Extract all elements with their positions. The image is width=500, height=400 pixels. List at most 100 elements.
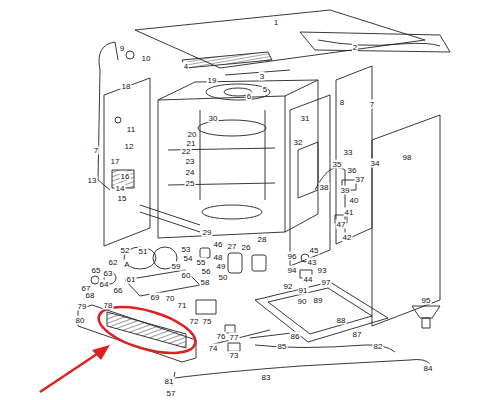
callout-number: 35 [332,160,343,169]
callout-number: 7 [369,100,375,109]
funnel [412,306,440,318]
callout-number: 44 [303,275,314,284]
hose [98,42,118,190]
callout-number: 71 [177,301,188,310]
callout-number: 19 [207,76,218,85]
callout-number: 59 [171,262,182,271]
filter [107,312,186,348]
side-panel [104,78,150,246]
back-panel [372,115,440,326]
callout-number: 13 [87,176,98,185]
side-panel [290,95,330,266]
callout-number: 61 [126,275,137,284]
callout-number: 11 [126,125,136,134]
callout-number: 30 [208,114,219,123]
callout-number: 64 [99,280,110,289]
callout-number: 33 [343,148,354,157]
callout-number: 89 [313,296,324,305]
callout-number: 20 [187,130,198,139]
line-art [78,10,450,386]
red-arrow [40,352,100,392]
callout-number: 86 [290,332,301,341]
callout-number: 90 [297,297,308,306]
callout-number: 76 [216,332,227,341]
callout-number: 63 [103,269,114,278]
callout-number: 48 [213,253,224,262]
callout-number: 25 [185,179,196,188]
callout-number: 26 [241,243,252,252]
callout-number: 52 [120,246,131,255]
callout-number: 96 [287,252,298,261]
callout-number: 24 [185,168,196,177]
callout-number: 80 [75,316,86,325]
callout-number: 53 [181,245,192,254]
callout-number: 18 [121,82,132,91]
callout-number: 7 [93,146,99,155]
callout-number: 22 [181,147,192,156]
callout-number: 4 [183,62,189,71]
callout-number: 57 [166,389,177,398]
callout-number: 54 [183,254,194,263]
callout-number: A [123,260,130,269]
callout-number: 14 [115,184,126,193]
callout-number: 37 [355,175,366,184]
callout-number: 15 [117,194,128,203]
callout-number: 31 [300,114,311,123]
callout-number: 40 [349,196,360,205]
callout-number: 23 [185,157,196,166]
callout-number: 36 [347,166,358,175]
side-panel [336,66,372,244]
callout-number: 38 [319,183,330,192]
callout-number: 39 [340,186,351,195]
callout-number: 5 [262,85,268,94]
callout-number: 28 [257,235,268,244]
callout-number: 1 [273,18,279,27]
callout-number: 32 [293,138,304,147]
callout-number: 46 [213,240,224,249]
callout-number: 98 [402,153,413,162]
callout-number: 10 [141,54,152,63]
callout-number: 65 [91,266,102,275]
callout-number: 83 [261,373,272,382]
callout-number: 16 [120,172,131,181]
callout-number: 56 [201,267,212,276]
callout-number: 79 [77,302,88,311]
callout-number: 66 [113,286,124,295]
callout-number: 27 [227,242,238,251]
callout-number: 3 [259,72,265,81]
tub [158,96,285,238]
callout-number: 50 [218,273,229,282]
callout-number: 45 [309,246,320,255]
callout-number: 72 [189,317,200,326]
callout-number: 42 [342,233,353,242]
highlight-ellipse [94,298,201,362]
callout-number: 91 [298,286,309,295]
callout-number: 9 [119,44,125,53]
top-plate [135,10,425,68]
callout-number: 85 [277,342,288,351]
callout-number: 8 [339,98,345,107]
callout-number: 87 [352,330,363,339]
callout-number: 51 [138,247,149,256]
callout-number: 49 [216,262,227,271]
callout-number: 92 [283,282,294,291]
callout-number: 84 [423,364,434,373]
callout-number: 94 [287,266,298,275]
callout-number: 97 [321,278,332,287]
callout-number: 75 [202,317,213,326]
callout-number: 29 [202,228,213,237]
callout-number: 2 [352,43,358,52]
callout-number: 88 [336,316,347,325]
callout-number: 81 [164,377,175,386]
callout-number: 68 [85,291,96,300]
callout-number: 78 [103,301,114,310]
callout-number: 34 [370,159,381,168]
callout-number: 62 [108,258,119,267]
callout-number: 74 [208,344,219,353]
callout-number: 55 [196,258,207,267]
callout-number: 69 [150,293,161,302]
vent-strip [182,52,272,68]
callout-number: 17 [110,157,121,166]
callout-number: 47 [336,220,347,229]
